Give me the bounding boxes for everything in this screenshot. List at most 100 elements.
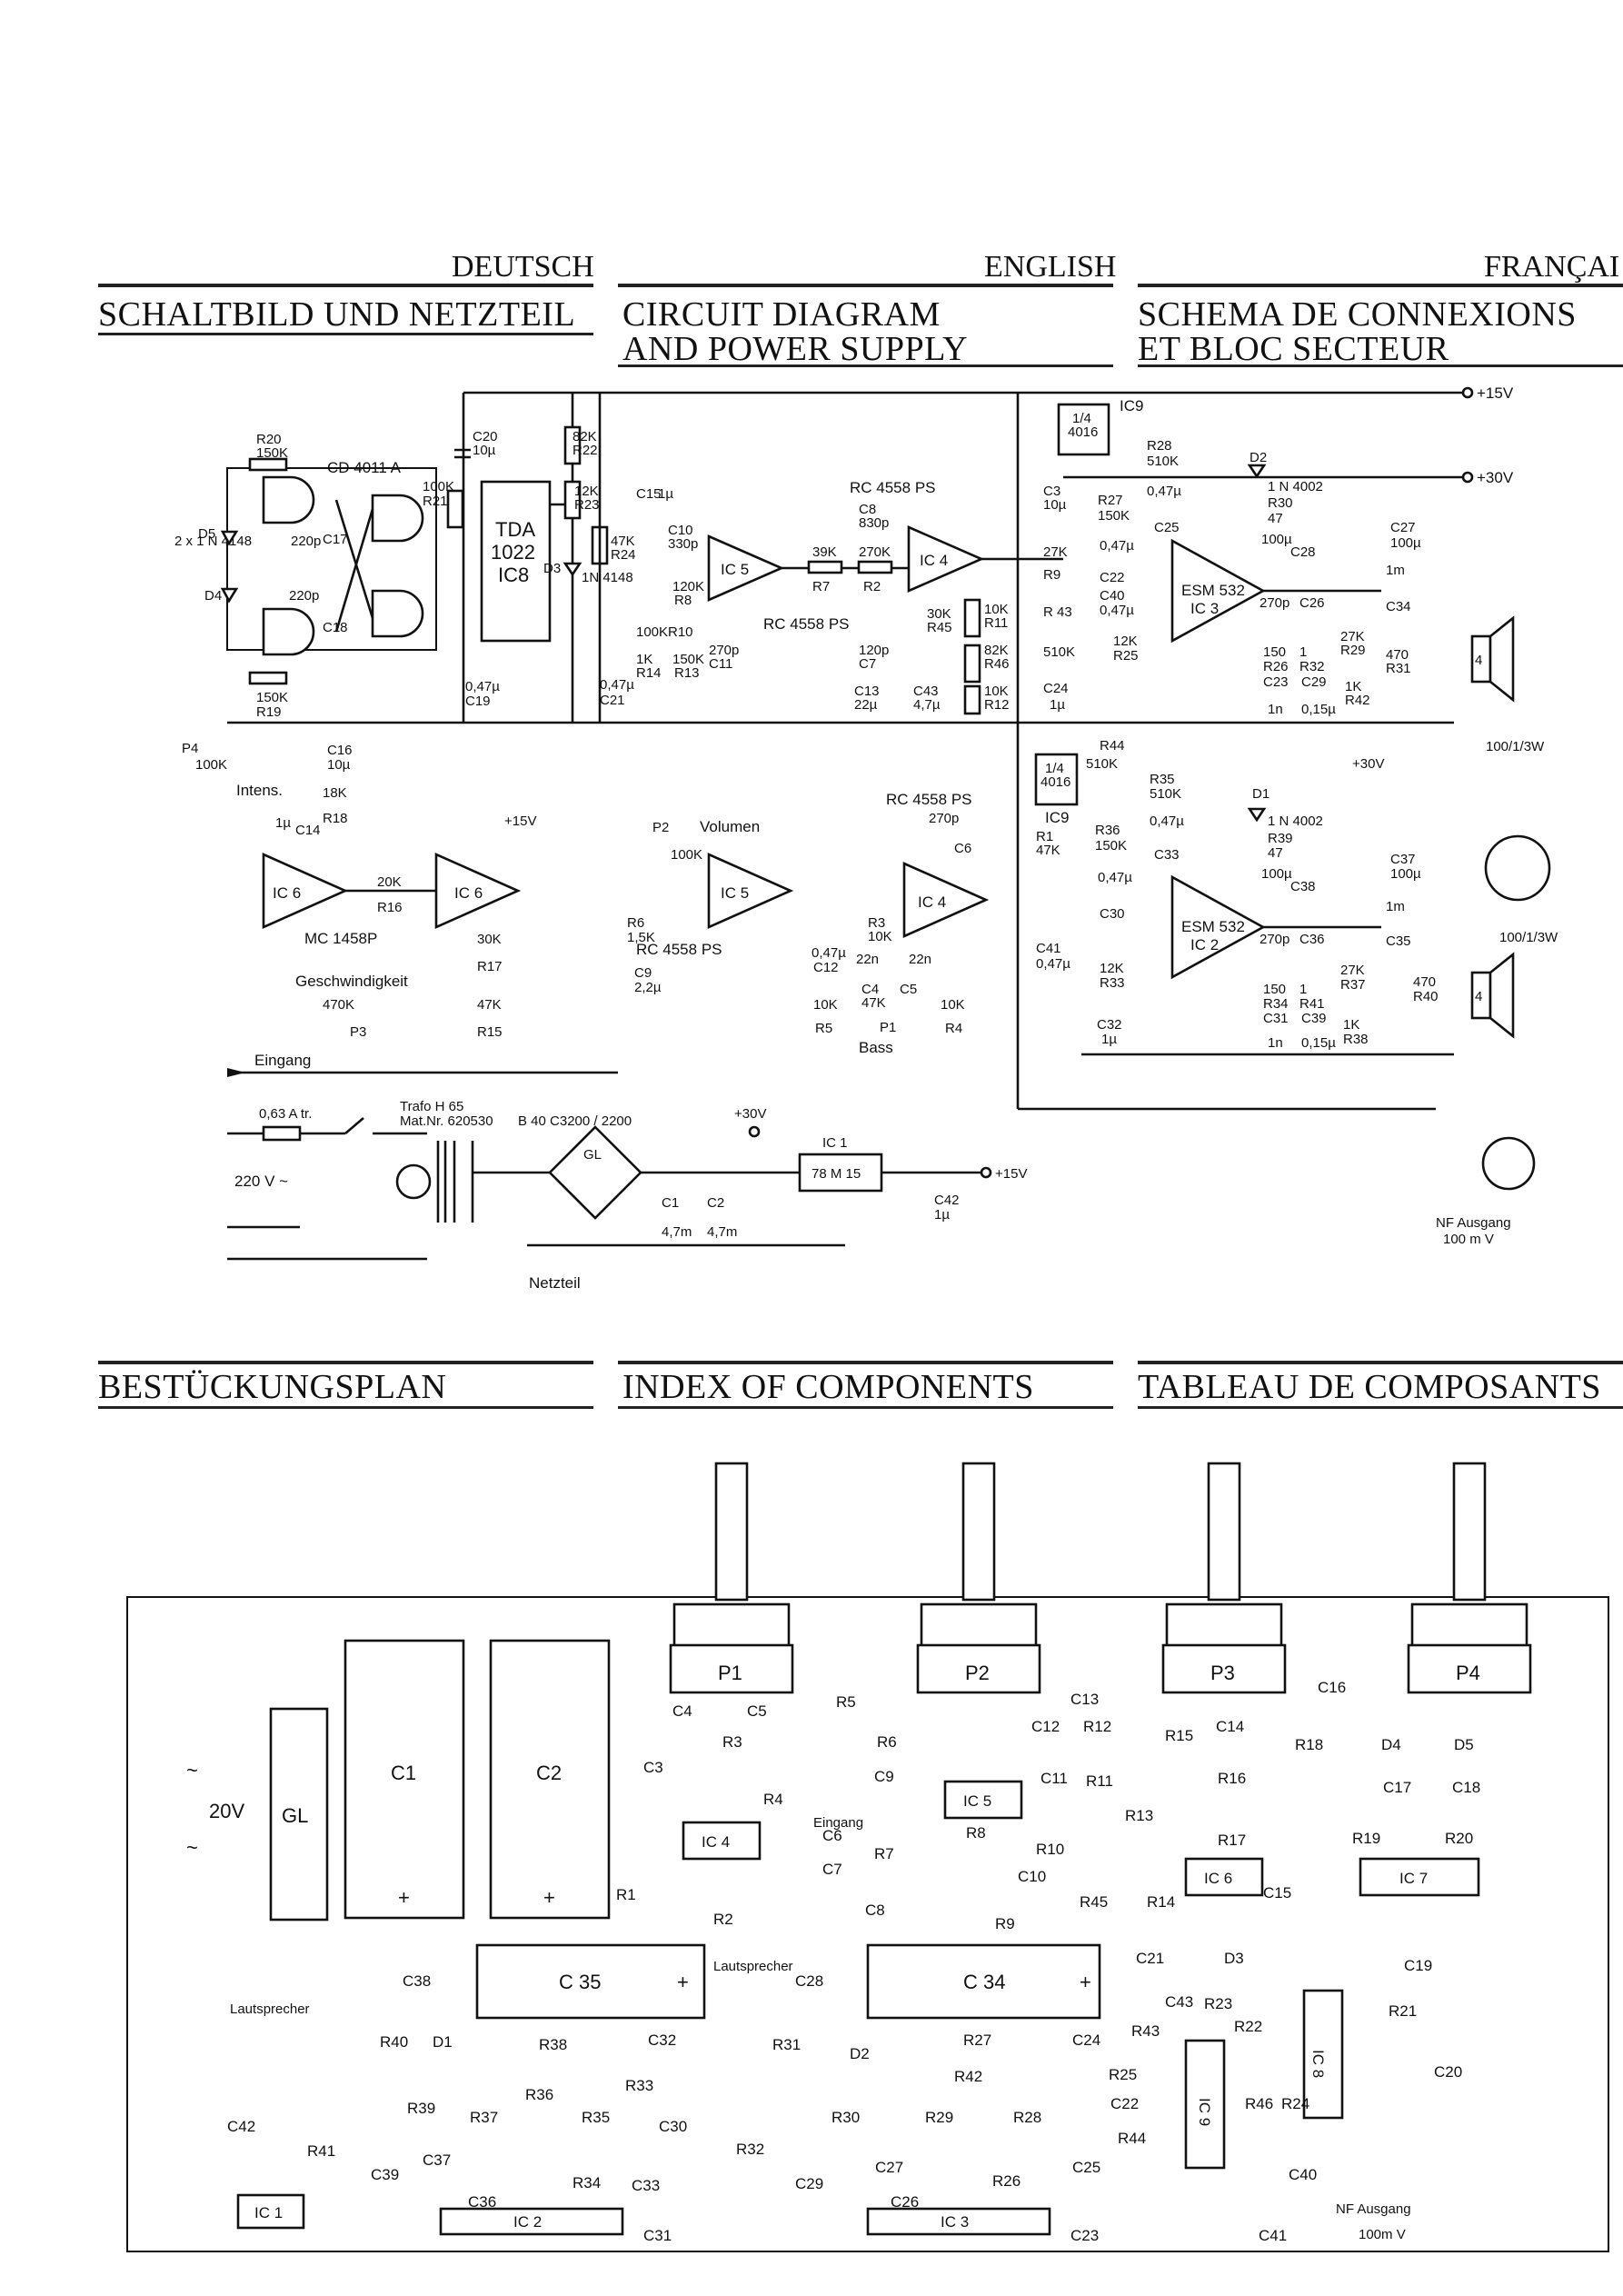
lang-label-en: ENGLISH bbox=[984, 250, 1117, 284]
section2-rule-fr bbox=[1138, 1361, 1623, 1364]
plan-part-r21: R21 bbox=[1389, 2002, 1417, 2020]
speaker-cone-icon bbox=[1489, 952, 1515, 1039]
plan-part-d1: D1 bbox=[433, 2033, 453, 2051]
plan-part-c7: C7 bbox=[822, 1861, 842, 1878]
part-label: C27 bbox=[1390, 520, 1416, 535]
plan-part-c10: C10 bbox=[1018, 1868, 1046, 1885]
part-label: C4 bbox=[861, 982, 879, 997]
part-label: 39K bbox=[812, 544, 837, 560]
bridge-label: B 40 C3200 / 2200 bbox=[518, 1113, 632, 1129]
plan-part-c4: C4 bbox=[672, 1702, 692, 1720]
ic3-ref: IC 3 bbox=[1190, 600, 1219, 617]
part-label: 47K bbox=[477, 997, 502, 1013]
ic9a-sub: 4016 bbox=[1068, 424, 1098, 440]
part-label: R44 bbox=[1100, 738, 1125, 754]
fuse-label: 0,63 A tr. bbox=[259, 1106, 312, 1122]
header-rule-de bbox=[98, 284, 593, 287]
tda1022-chip: TDA 1022 IC8 82K R22 12K R23 47K R24 D3 … bbox=[423, 393, 636, 723]
ic8-ref: IC8 bbox=[498, 564, 529, 586]
part-label: 120p bbox=[859, 643, 889, 658]
opamp-ic5-upper bbox=[707, 534, 785, 602]
part-label: 1n bbox=[1268, 1035, 1283, 1051]
part-label: 0,47µ bbox=[1147, 484, 1181, 499]
part-label: 0,15µ bbox=[1301, 1035, 1336, 1051]
part-label: 100µ bbox=[1390, 866, 1421, 882]
plan-part-r22: R22 bbox=[1234, 2018, 1262, 2035]
part-label: 1m bbox=[1386, 899, 1405, 914]
plan-part-r41: R41 bbox=[307, 2142, 335, 2160]
part-label: 22n bbox=[909, 952, 931, 967]
plan-lautsprecher-2: Lautsprecher bbox=[713, 1959, 793, 1974]
opamp-ic4-lower bbox=[902, 861, 990, 939]
plan-ic4 bbox=[682, 1821, 762, 1861]
plan-eingang: Eingang bbox=[813, 1815, 863, 1831]
plan-part-r44: R44 bbox=[1118, 2130, 1146, 2147]
part-label: 220p bbox=[289, 588, 319, 604]
part-label: C31 bbox=[1263, 1011, 1289, 1026]
diode-d5 bbox=[220, 530, 239, 546]
section2-underline-en bbox=[618, 1406, 1113, 1409]
part-label: 47 bbox=[1268, 511, 1283, 526]
plan-ic3 bbox=[866, 2207, 1051, 2236]
plan-part-c11: C11 bbox=[1041, 1770, 1068, 1787]
ic-label-cd4011: CD 4011 A bbox=[327, 459, 402, 476]
title-fr-line1: SCHEMA DE CONNEXIONS bbox=[1138, 295, 1577, 334]
plan-part-r35: R35 bbox=[582, 2109, 610, 2126]
section2-rule-en bbox=[618, 1361, 1113, 1364]
lamp-icon bbox=[395, 1163, 432, 1200]
diode-d1 bbox=[1247, 807, 1267, 823]
part-label: R29 bbox=[1340, 643, 1366, 658]
plan-part-r15: R15 bbox=[1165, 1727, 1193, 1744]
power-rails: +15V +30V bbox=[227, 384, 1514, 1111]
plan-part-c28: C28 bbox=[795, 1972, 823, 1990]
upper-signal-chain: IC 5 RC 4558 PS IC 4 RC 4558 PS 39K R7 2… bbox=[600, 479, 1063, 715]
part-label: R35 bbox=[1150, 772, 1175, 787]
part-label: 510K bbox=[1147, 454, 1179, 469]
part-label: 100K bbox=[195, 757, 227, 773]
part-label: 150K bbox=[256, 445, 288, 461]
plan-part-c5: C5 bbox=[747, 1702, 767, 1720]
plan-nf-level: 100m V bbox=[1359, 2227, 1406, 2242]
part-label: R33 bbox=[1100, 975, 1125, 991]
part-label: R23 bbox=[574, 497, 600, 513]
part-label: R6 bbox=[627, 915, 644, 931]
part-label: R22 bbox=[573, 443, 598, 458]
geschwindigkeit-label: Geschwindigkeit bbox=[295, 973, 408, 990]
plan-part-r27: R27 bbox=[963, 2031, 991, 2049]
plan-part-r8: R8 bbox=[966, 1824, 986, 1842]
part-label: 1K bbox=[1343, 1017, 1359, 1033]
part-label: 270p bbox=[929, 811, 959, 826]
part-label: 30K bbox=[477, 932, 502, 947]
intens-label: Intens. bbox=[236, 782, 283, 799]
plan-part-r11: R11 bbox=[1086, 1772, 1113, 1790]
part-label: C43 bbox=[913, 684, 939, 699]
part-label: C3 bbox=[1043, 484, 1060, 499]
part-label: 10K bbox=[984, 684, 1009, 699]
part-label: 22n bbox=[856, 952, 879, 967]
part-label: 0,47µ bbox=[812, 945, 846, 961]
plan-nf-out: NF Ausgang bbox=[1336, 2201, 1411, 2217]
plan-part-r7: R7 bbox=[874, 1845, 894, 1862]
opamp-ic4-upper bbox=[907, 525, 985, 593]
plan-ic5-label: IC 5 bbox=[963, 1792, 991, 1810]
ic4-lower-label: IC 4 bbox=[918, 893, 946, 911]
pot-base-p2 bbox=[916, 1643, 1041, 1694]
pot-shaft-p1 bbox=[714, 1462, 749, 1602]
part-label: R12 bbox=[984, 697, 1010, 713]
plan-ic6-label: IC 6 bbox=[1204, 1870, 1232, 1887]
part-label: D2 bbox=[1250, 450, 1267, 465]
ic4-upper-part: RC 4558 PS bbox=[850, 479, 936, 496]
header-rule-fr bbox=[1138, 284, 1623, 287]
section2-underline-de bbox=[98, 1406, 593, 1409]
terminal-15v bbox=[1461, 386, 1474, 399]
plan-part-r42: R42 bbox=[954, 2068, 982, 2085]
plan-part-c18: C18 bbox=[1452, 1779, 1480, 1796]
part-label: 100K bbox=[636, 624, 668, 640]
c35-plus: + bbox=[677, 1971, 689, 1993]
part-label: R16 bbox=[377, 900, 403, 915]
part-label: R41 bbox=[1299, 996, 1325, 1012]
ic9-switches: 1/4 4016 IC9 1/4 4016 IC9 C3 10µ 27K R9 … bbox=[1034, 397, 1143, 826]
section2-title-fr: TABLEAU DE COMPOSANTS bbox=[1138, 1368, 1601, 1406]
part-label: 12K bbox=[1113, 634, 1138, 649]
